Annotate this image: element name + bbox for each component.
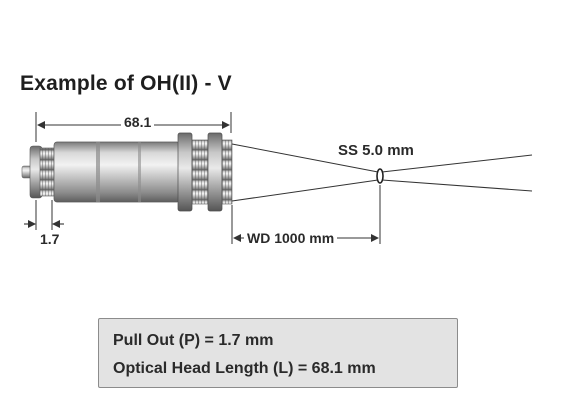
diagram-title: Example of OH(II) - V bbox=[20, 72, 232, 95]
spot-size-marker bbox=[376, 168, 384, 184]
spot-size-label: SS 5.0 mm bbox=[338, 142, 414, 159]
sensor-body bbox=[21, 132, 233, 212]
length-dimension-label: 68.1 bbox=[121, 114, 155, 130]
pull-out-spec: Pull Out (P) = 1.7 mm bbox=[113, 332, 274, 349]
extension-lines bbox=[35, 112, 381, 244]
optical-head-length-spec: Optical Head Length (L) = 68.1 mm bbox=[113, 360, 376, 377]
specs-box: Pull Out (P) = 1.7 mm Optical Head Lengt… bbox=[98, 318, 458, 388]
optical-beam bbox=[231, 143, 533, 202]
working-distance-label: WD 1000 mm bbox=[244, 230, 338, 246]
pullout-dimension-label: 1.7 bbox=[40, 231, 60, 247]
